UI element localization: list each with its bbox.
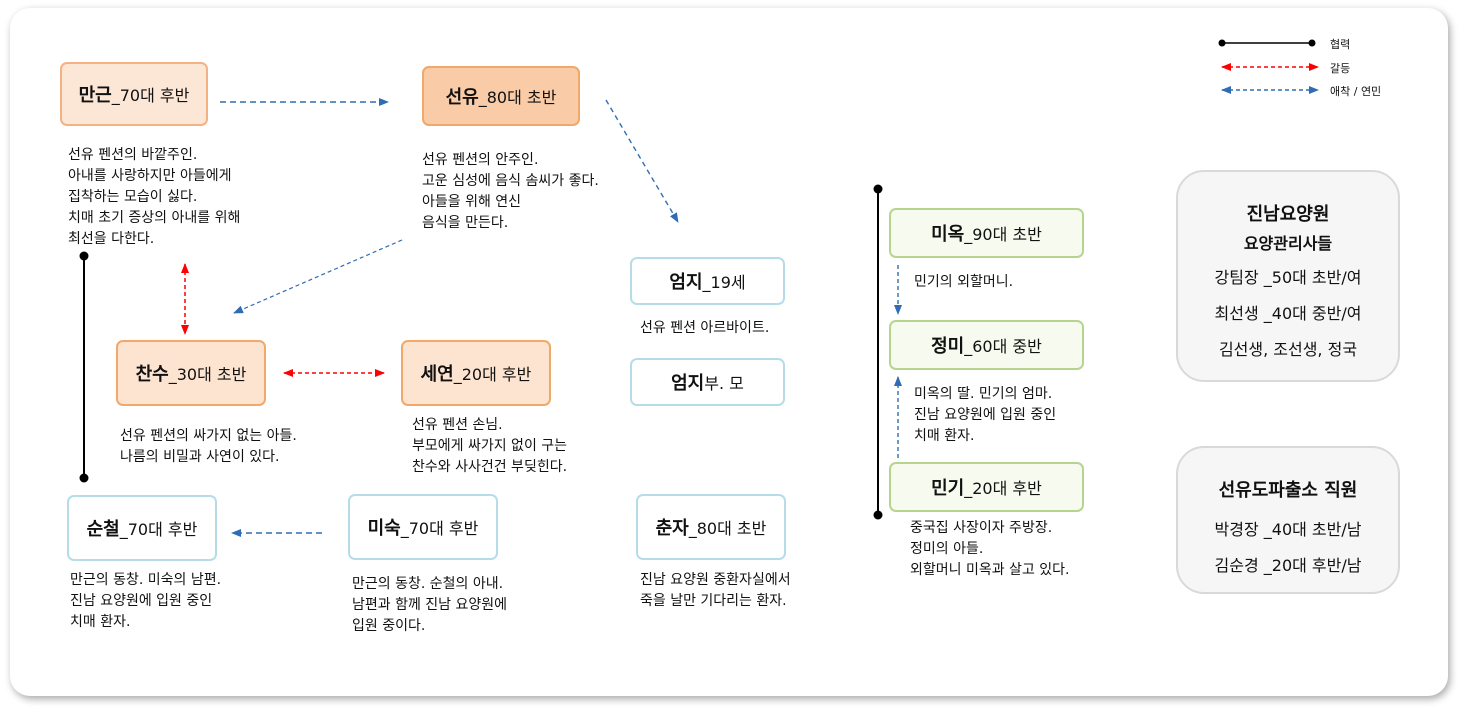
group-police-station: 선유도파출소 직원 박경장 _40대 초반/남 김순경 _20대 후반/남 [1176,446,1400,594]
node-age: _30대 초반 [168,365,247,384]
node-jeongmi[interactable]: 정미 _60대 중반 [889,320,1084,370]
node-eomji-parents[interactable]: 엄지 부. 모 [630,358,785,406]
group-row: 김선생, 조선생, 정국 [1218,340,1358,359]
node-age: _19세 [702,273,746,292]
node-age: _20대 후반 [964,479,1042,498]
node-age: _70대 후반 [400,519,479,538]
node-name: 미숙 [367,518,401,539]
desc-miok: 민기의 외할머니. [914,274,1014,290]
desc-seonyu: 선유 펜션의 안주인. 고운 심성에 음식 솜씨가 좋다. 아들을 위해 연신 … [422,152,599,231]
legend-label-conflict: 갈등 [1330,62,1351,75]
node-name: 순철 [86,519,120,540]
node-name: 엄지 [671,373,705,394]
group-row: 최선생 _40대 중반/여 [1214,304,1362,323]
node-name: 만근 [78,85,112,106]
node-chunja[interactable]: 춘자 _80대 초반 [636,494,786,560]
legend-label-affection: 애착 / 연민 [1330,85,1382,98]
group-row: 김순경 _20대 후반/남 [1214,556,1362,575]
node-name: 정미 [931,336,965,357]
group-row: 강팀장 _50대 초반/여 [1214,268,1362,287]
group-nursing-home: 진남요양원 요양관리사들 강팀장 _50대 초반/여 최선생 _40대 중반/여… [1176,170,1400,382]
node-name: 민기 [931,478,965,499]
node-eomji[interactable]: 엄지 _19세 [630,257,785,305]
node-miok[interactable]: 미옥 _90대 초반 [889,208,1084,258]
desc-eomji: 선유 펜션 아르바이트. [640,320,770,336]
desc-misuk: 만근의 동창. 순철의 아내. 남편과 함께 진남 요양원에 입원 중이다. [352,576,508,634]
node-seonyu[interactable]: 선유_80대 초반 [422,66,580,126]
desc-jeongmi: 미옥의 딸. 민기의 엄마. 진남 요양원에 입원 중인 치매 환자. [914,386,1057,444]
legend-lines [1218,39,1319,94]
node-age: _90대 초반 [964,225,1042,244]
node-age: _70대 후반 [111,86,190,105]
desc-mangeun: 선유 펜션의 바깥주인. 아내를 사랑하지만 아들에게 집착하는 모습이 싫다.… [68,147,241,247]
node-age: _80대 초반 [478,88,557,107]
group-row: 박경장 _40대 초반/남 [1214,520,1362,539]
node-seyeon[interactable]: 세연_20대 후반 [401,340,551,406]
group-title: 선유도파출소 직원 [1218,480,1358,501]
node-suncheol[interactable]: 순철_70대 후반 [67,495,217,561]
node-name: 세연 [420,364,454,385]
node-name: 선유 [445,87,479,108]
node-name: 춘자 [655,518,689,539]
desc-mingi: 중국집 사장이자 주방장. 정미의 아들. 외할머니 미옥과 살고 있다. [910,520,1070,578]
node-mangeun[interactable]: 만근_70대 후반 [60,62,208,126]
node-age: _70대 후반 [119,520,198,539]
desc-chunja: 진남 요양원 중환자실에서 죽을 날만 기다리는 환자. [640,572,791,609]
group-subtitle: 요양관리사들 [1243,234,1333,253]
node-age: _20대 후반 [453,365,532,384]
desc-seyeon: 선유 펜션 손님. 부모에게 싸가지 없이 구는 찬수와 사사건건 부딪힌다. [412,417,568,475]
node-age: 부. 모 [704,374,744,393]
desc-chansu: 선유 펜션의 싸가지 없는 아들. 나름의 비밀과 사연이 있다. [120,428,297,465]
node-misuk[interactable]: 미숙 _70대 후반 [348,494,498,560]
node-name: 엄지 [669,272,703,293]
group-title: 진남요양원 [1246,204,1330,225]
desc-suncheol: 만근의 동창. 미숙의 남편. 진남 요양원에 입원 중인 치매 환자. [70,572,222,630]
node-chansu[interactable]: 찬수_30대 초반 [116,340,266,406]
node-mingi[interactable]: 민기 _20대 후반 [889,462,1084,512]
node-name: 미옥 [931,224,965,245]
node-age: _60대 중반 [964,337,1042,356]
legend-label-cooperation: 협력 [1330,38,1351,51]
node-name: 찬수 [135,364,169,385]
node-age: _80대 초반 [688,519,767,538]
